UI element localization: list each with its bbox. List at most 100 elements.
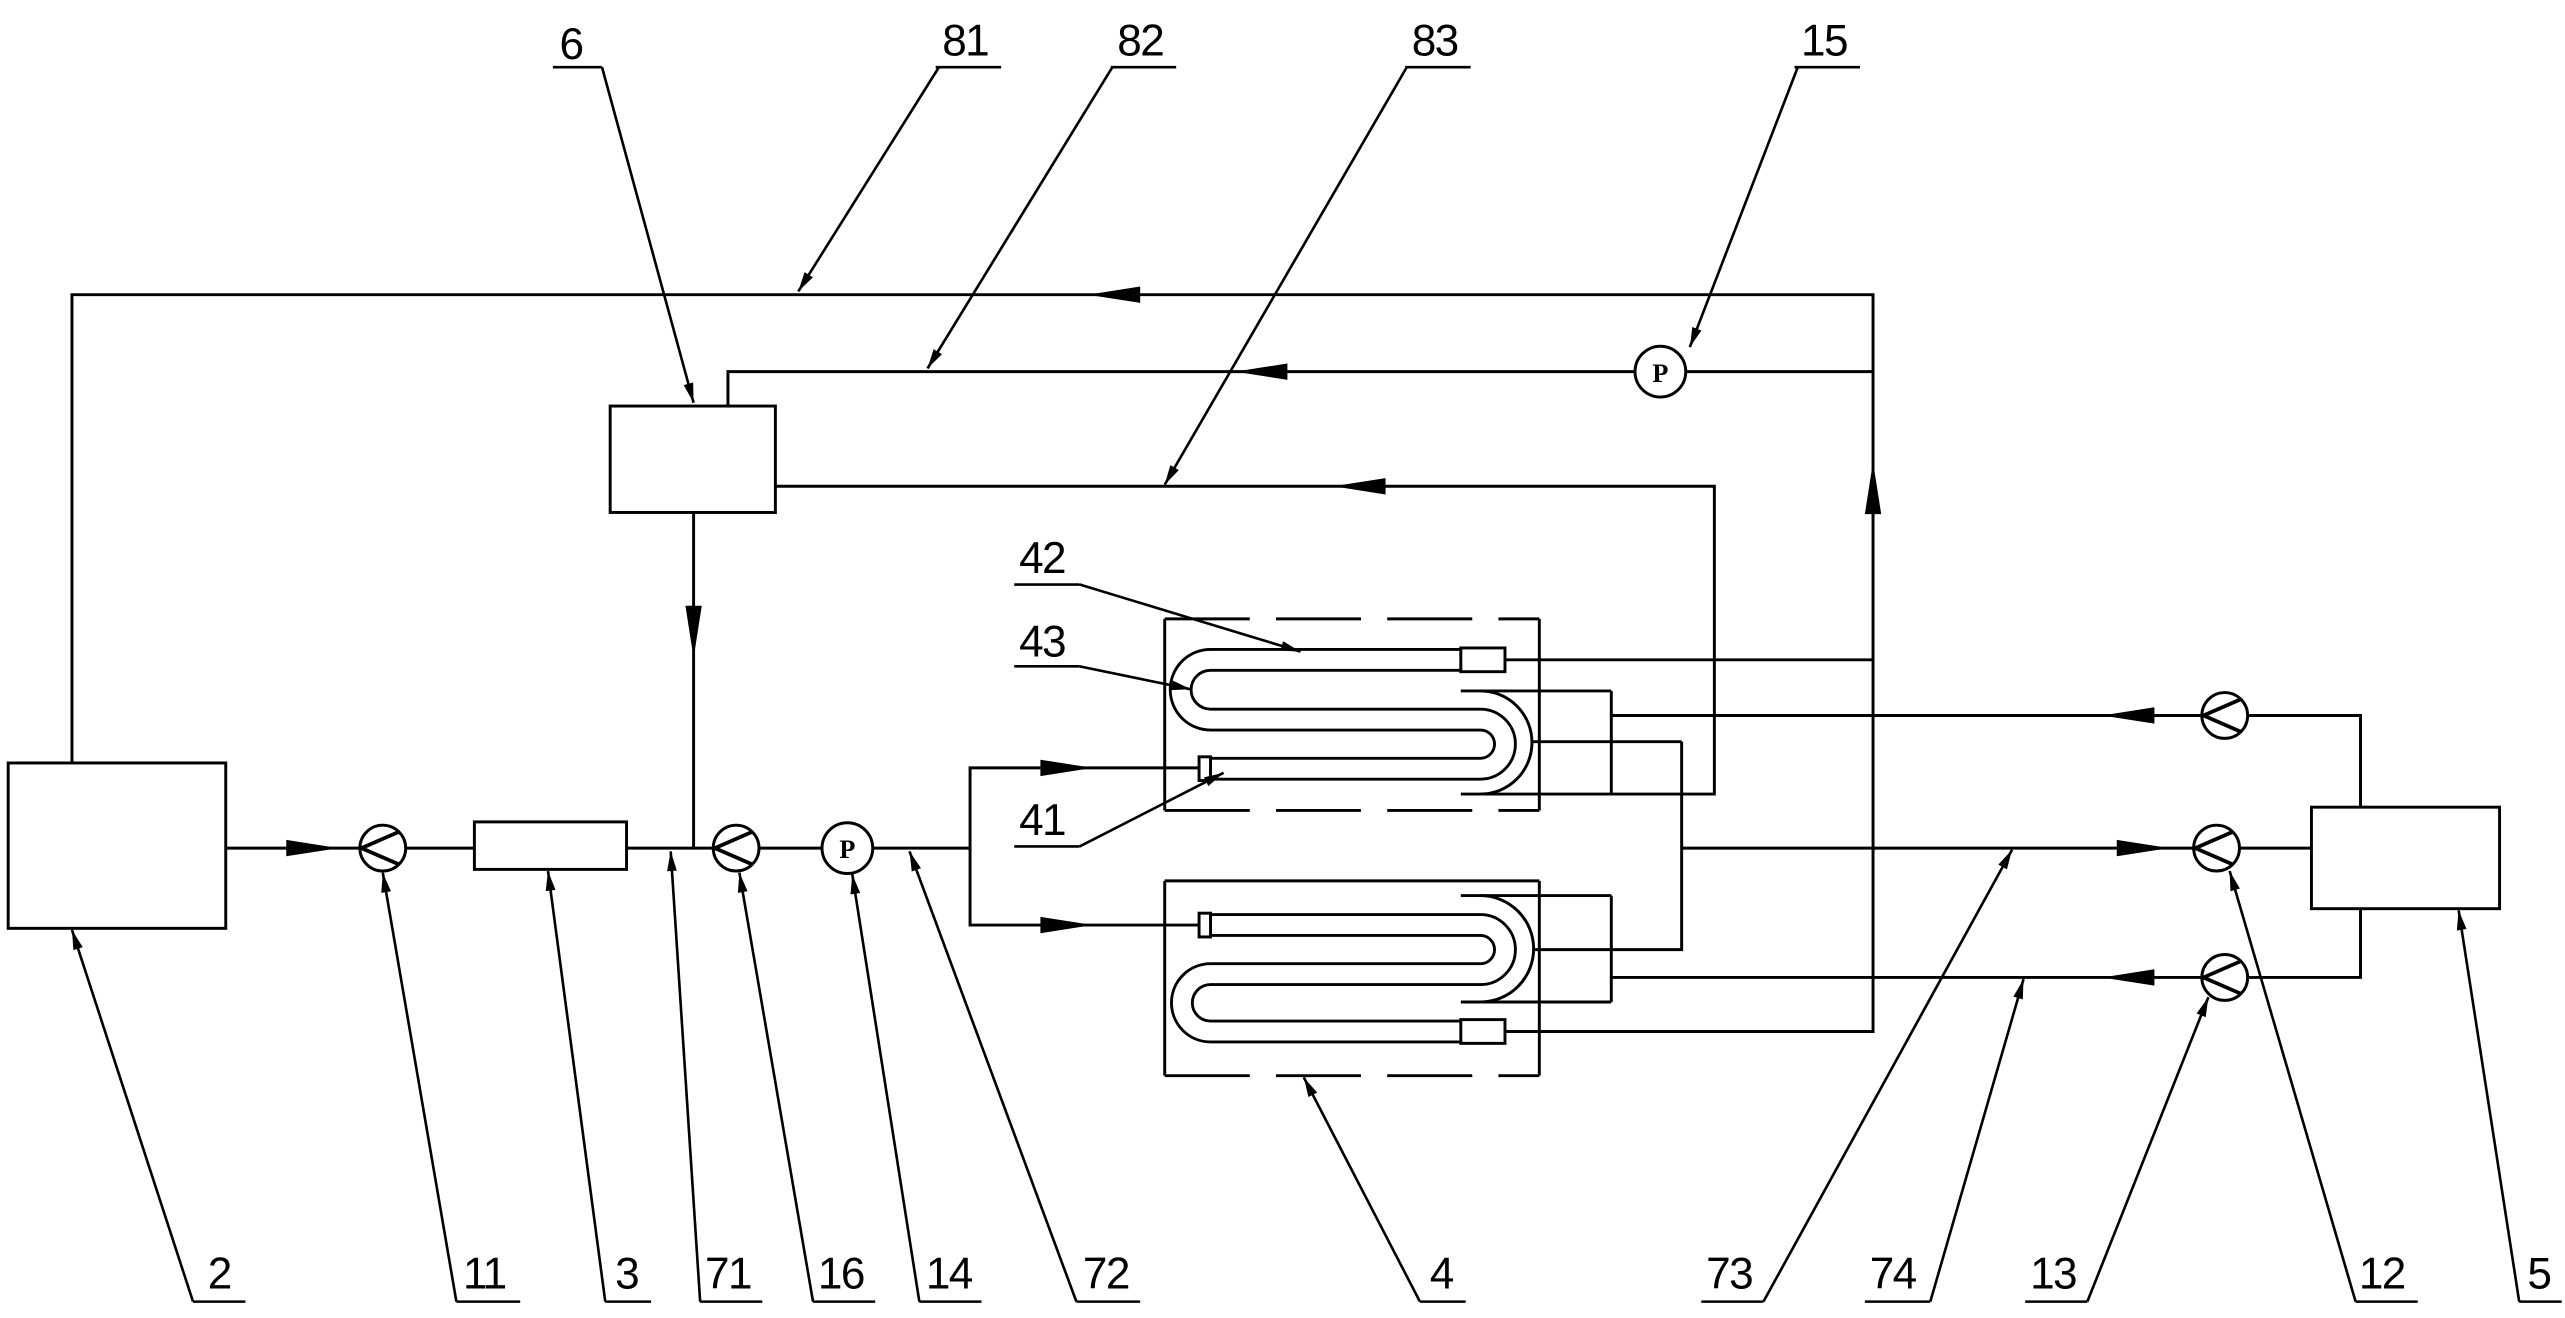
pipe-bend-collector <box>1532 741 1684 952</box>
leader-arrowhead-72 <box>909 851 921 872</box>
flow-arrow-right <box>1040 916 1093 934</box>
valve-chevron-icon <box>2198 959 2242 996</box>
leader-line-16 <box>738 872 815 1302</box>
callout-81: 81 <box>942 17 988 66</box>
leader-line-2 <box>70 929 195 1303</box>
callout-73: 73 <box>1706 1250 1752 1299</box>
valve-chevron-icon <box>2190 830 2234 867</box>
leader-arrowhead-41 <box>1203 772 1224 787</box>
leader-line-13 <box>2086 996 2210 1303</box>
leader-arrowhead-74 <box>2013 979 2024 1000</box>
leader-arrowhead-42 <box>1280 641 1301 652</box>
leader-arrowhead-6 <box>683 382 694 403</box>
callout-15: 15 <box>1801 17 1847 66</box>
callout-74: 74 <box>1870 1250 1917 1299</box>
flow-arrow-left <box>1235 363 1288 380</box>
leader-line-71 <box>669 851 702 1302</box>
leader-arrowhead-16 <box>737 872 748 893</box>
leader-line-14 <box>850 874 921 1302</box>
box-6 <box>608 404 777 514</box>
callout-2: 2 <box>208 1250 231 1299</box>
valve-chevron-icon <box>356 830 400 867</box>
leader-arrowhead-5 <box>2456 910 2467 931</box>
pipe-line-81 <box>70 293 1875 1033</box>
leader-line-5 <box>2457 910 2521 1302</box>
flow-arrow-left <box>2102 707 2155 724</box>
flow-arrow-down <box>685 605 702 659</box>
callout-11: 11 <box>463 1250 506 1299</box>
check-valve-11 <box>356 823 408 873</box>
box-2 <box>6 761 228 930</box>
pipe-line-82 <box>726 370 1874 407</box>
leader-arrowhead-2 <box>71 929 83 951</box>
callout-72: 72 <box>1083 1250 1129 1299</box>
callout-13: 13 <box>2030 1250 2076 1299</box>
flow-arrow-right <box>286 839 339 857</box>
check-valve-16 <box>710 823 761 873</box>
leader-line-81 <box>797 66 941 293</box>
flow-arrow-right <box>2116 839 2170 857</box>
callout-6: 6 <box>559 20 582 69</box>
tube-outlet-fitting <box>1459 1018 1507 1045</box>
serpentine-tube-bore <box>1172 916 1514 1041</box>
leader-line-6 <box>600 66 695 404</box>
flow-arrows <box>286 286 2170 986</box>
flow-arrow-left <box>1087 286 1141 303</box>
tube-inlet-fitting <box>1197 911 1212 939</box>
callout-71: 71 <box>705 1250 751 1299</box>
pipe-line-74 <box>1611 908 2362 979</box>
leader-line-41 <box>1079 771 1225 848</box>
leader-line-12 <box>2228 870 2357 1302</box>
flow-arrow-up <box>1864 461 1882 515</box>
callout-3: 3 <box>615 1250 638 1299</box>
heat-exchanger-4-lower <box>1163 879 1541 1078</box>
leader-line-83 <box>1163 66 1408 486</box>
pipe-network <box>70 293 2362 1033</box>
leader-arrowhead-82 <box>927 349 942 369</box>
leader-arrowhead-13 <box>2196 997 2209 1018</box>
leader-arrowhead-15 <box>1689 327 1702 348</box>
leader-arrowhead-4 <box>1303 1077 1318 1098</box>
tube-inlet-fitting <box>1197 755 1212 783</box>
callout-41: 41 <box>1019 796 1065 845</box>
flow-arrow-right <box>1040 759 1093 777</box>
leader-line-15 <box>1688 66 1800 348</box>
leader-line-82 <box>926 66 1114 370</box>
check-valve-13 <box>2198 953 2250 1002</box>
flow-arrow-left <box>1333 478 1386 495</box>
callouts: 81 82 83 15 6 42 43 41 2 11 3 <box>70 17 2562 1303</box>
leader-line-74 <box>1929 978 2025 1302</box>
bend-shell <box>1460 894 1536 1004</box>
leader-line-4 <box>1302 1076 1422 1303</box>
pump-body <box>1633 344 1688 399</box>
callout-14: 14 <box>926 1250 973 1299</box>
serpentine-tube-bore <box>1171 650 1514 778</box>
leader-line-11 <box>381 872 458 1302</box>
flow-arrow-left <box>2102 969 2155 986</box>
leader-line-3 <box>546 870 607 1302</box>
valve-chevron-icon <box>2198 697 2242 734</box>
pump-symbol: P <box>839 835 855 864</box>
callout-42: 42 <box>1019 534 1065 583</box>
leader-arrowhead-71 <box>667 851 677 872</box>
pump-body <box>820 821 875 875</box>
box-3 <box>472 820 628 871</box>
leader-arrowhead-81 <box>798 272 813 292</box>
leader-line-73 <box>1762 849 2014 1303</box>
leader-line-42 <box>1079 583 1301 653</box>
valve-chevron-icon <box>710 830 754 867</box>
callout-16: 16 <box>818 1250 864 1299</box>
pipe-return-upper <box>1611 714 2362 808</box>
pump-symbol: P <box>1652 359 1668 388</box>
callout-5: 5 <box>2527 1250 2550 1299</box>
callout-83: 83 <box>1412 17 1458 66</box>
leader-arrowhead-14 <box>850 874 861 895</box>
box-5 <box>2309 805 2502 911</box>
pump-14: P <box>820 821 875 875</box>
leader-arrowhead-73 <box>1998 849 2013 870</box>
callout-4: 4 <box>1430 1250 1454 1299</box>
leader-arrowhead-11 <box>381 872 391 893</box>
check-valve-12 <box>2190 823 2241 873</box>
heat-exchanger-4-upper <box>1163 617 1541 812</box>
